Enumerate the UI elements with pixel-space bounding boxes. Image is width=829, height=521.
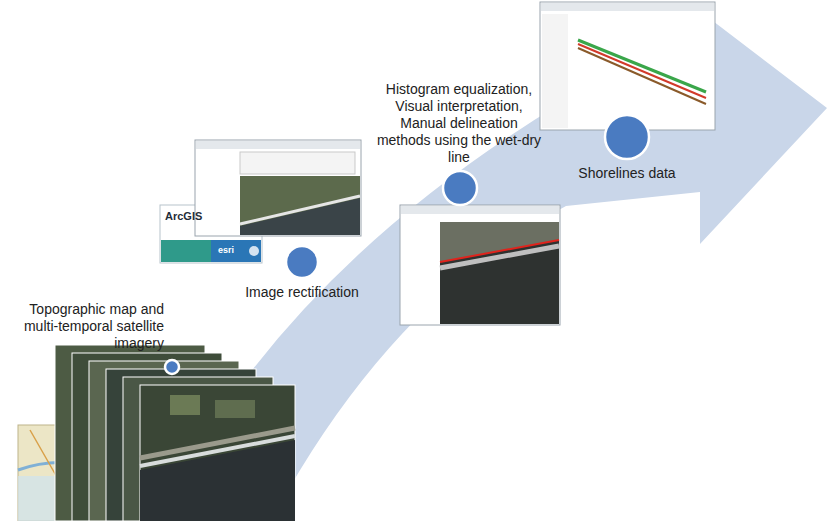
step-dot xyxy=(165,360,179,374)
step-circle: Image rectification xyxy=(283,243,321,281)
window-toolbar xyxy=(401,206,559,214)
field-patch xyxy=(215,400,255,418)
step-label: Shorelines data xyxy=(557,165,697,182)
screenshot-shorelines xyxy=(540,2,715,130)
step-label: Image rectification xyxy=(222,284,382,301)
window-frame xyxy=(195,140,361,236)
step-dot xyxy=(286,246,318,278)
esri-globe xyxy=(249,246,259,256)
sat-surf xyxy=(240,196,360,224)
circle-outline xyxy=(440,168,480,208)
sat-surf xyxy=(440,246,559,268)
window-toolbar xyxy=(541,3,714,11)
circle-outline xyxy=(283,243,321,281)
step-dot xyxy=(605,115,649,159)
sat-view xyxy=(240,176,360,235)
field-patch xyxy=(170,395,200,415)
table-panel xyxy=(240,152,355,174)
circle-outline xyxy=(162,357,182,377)
splash-band-blue xyxy=(211,240,261,262)
logo-text: ArcGIS xyxy=(165,210,202,222)
sat-sea xyxy=(240,198,360,235)
step-label: Histogram equalization, Visual interpret… xyxy=(376,81,542,166)
step-dot xyxy=(443,171,477,205)
window-toolbar xyxy=(196,141,360,149)
step-circle: Histogram equalization, Visual interpret… xyxy=(440,168,480,208)
screenshot-rectification xyxy=(195,140,361,236)
window-frame xyxy=(540,2,715,130)
step-circle: Shorelines data xyxy=(602,112,652,162)
step-label: Topographic map and multi-temporal satel… xyxy=(2,301,164,352)
layer-panel xyxy=(542,14,568,128)
brand-text: esri xyxy=(218,245,234,255)
screenshot-delineation xyxy=(400,205,560,325)
shoreline-plot xyxy=(578,48,706,104)
sand-line xyxy=(140,428,295,458)
window-frame xyxy=(400,205,560,325)
satellite-image xyxy=(140,385,295,521)
wet-dry-line xyxy=(440,240,559,262)
shoreline-plot xyxy=(578,44,706,98)
circle-outline xyxy=(602,112,652,162)
satellite-stack xyxy=(55,345,295,521)
sat-view xyxy=(440,222,559,324)
step-circle: Topographic map and multi-temporal satel… xyxy=(162,357,182,377)
splash-band xyxy=(161,240,261,262)
shoreline-plot xyxy=(578,40,706,92)
